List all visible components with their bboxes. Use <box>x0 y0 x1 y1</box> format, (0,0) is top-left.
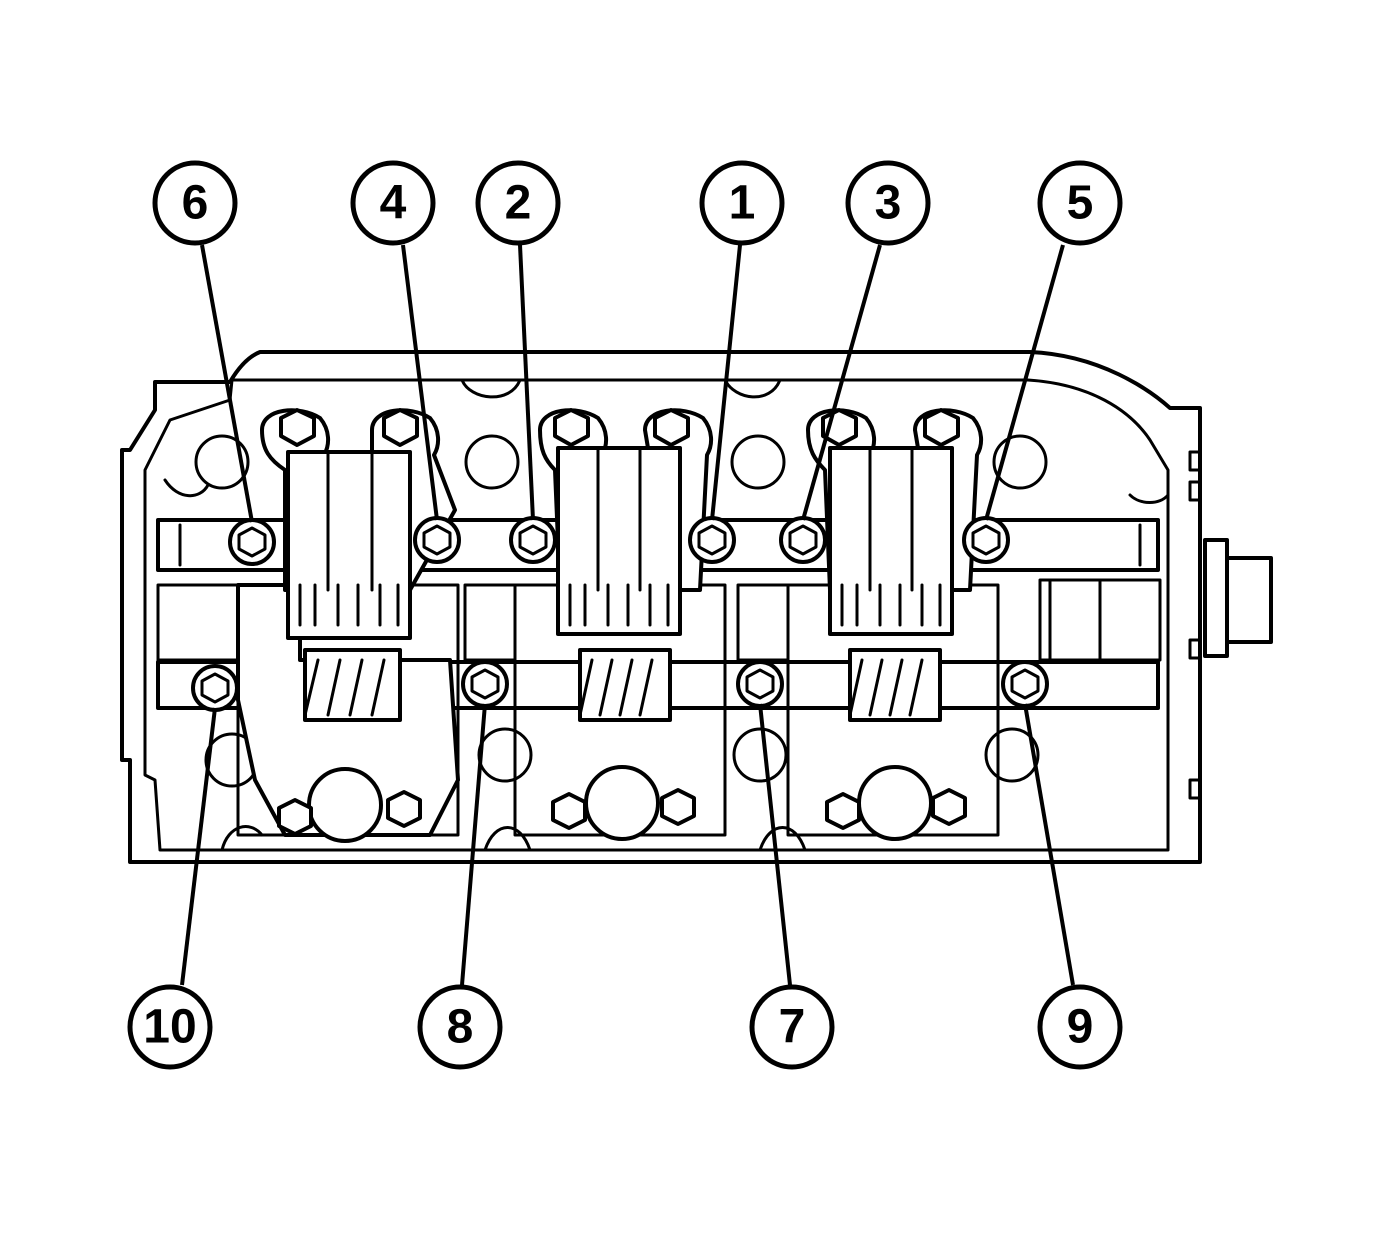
bolt-2 <box>509 516 557 564</box>
callout-1: 1 <box>699 160 785 246</box>
cylinder-head-outline <box>120 350 1273 864</box>
leader-4 <box>401 244 439 521</box>
leader-1 <box>710 244 742 521</box>
callout-2-label: 2 <box>505 177 532 230</box>
leader-2 <box>518 244 535 521</box>
bolt-5 <box>962 516 1010 564</box>
leader-3 <box>801 244 882 521</box>
leader-lines <box>180 244 1075 986</box>
callout-7: 7 <box>749 984 835 1070</box>
callout-9-label: 9 <box>1067 1001 1094 1054</box>
bolt-4 <box>413 516 461 564</box>
head-bolts <box>191 516 1049 712</box>
callout-8-label: 8 <box>447 1001 474 1054</box>
callout-4-label: 4 <box>380 177 407 230</box>
leader-9 <box>1023 703 1075 986</box>
callout-3-label: 3 <box>875 177 902 230</box>
leader-6 <box>200 244 254 523</box>
callout-4: 4 <box>350 160 436 246</box>
leader-10 <box>180 707 217 986</box>
rocker-assembly-1 <box>236 408 460 843</box>
callouts: 6 4 2 1 3 5 10 8 <box>127 160 1123 1070</box>
upper-port-holes <box>163 378 1170 504</box>
lower-port-holes <box>204 727 1040 852</box>
bolt-9 <box>1001 660 1049 708</box>
callout-5: 5 <box>1037 160 1123 246</box>
callout-1-label: 1 <box>729 177 756 230</box>
bolt-6 <box>228 518 276 566</box>
callout-2: 2 <box>475 160 561 246</box>
callout-9: 9 <box>1037 984 1123 1070</box>
callout-10-label: 10 <box>143 1001 196 1054</box>
bolt-3 <box>779 516 827 564</box>
callout-7-label: 7 <box>779 1001 806 1054</box>
callout-5-label: 5 <box>1067 177 1094 230</box>
bolt-1 <box>688 516 736 564</box>
bolt-10 <box>191 664 239 712</box>
rocker-assembly-2 <box>463 408 727 841</box>
callout-10: 10 <box>127 984 213 1070</box>
leader-5 <box>984 244 1065 521</box>
callout-6-label: 6 <box>182 177 209 230</box>
callout-6: 6 <box>152 160 238 246</box>
leader-7 <box>758 703 792 986</box>
callout-8: 8 <box>417 984 503 1070</box>
rocker-assembly-3 <box>736 408 1000 841</box>
bolt-8 <box>461 660 509 708</box>
bolt-7 <box>736 660 784 708</box>
leader-8 <box>460 703 487 986</box>
callout-3: 3 <box>845 160 931 246</box>
